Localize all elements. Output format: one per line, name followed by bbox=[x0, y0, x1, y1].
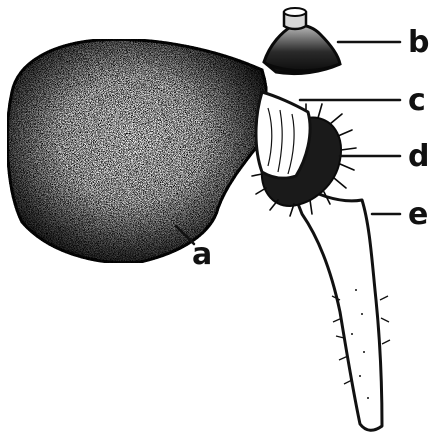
label-e: e bbox=[408, 197, 428, 232]
cotyledon bbox=[7, 39, 267, 262]
seed-coat bbox=[264, 8, 340, 74]
radicle bbox=[288, 178, 390, 430]
label-b: b bbox=[408, 25, 429, 60]
hypocotyl bbox=[256, 92, 310, 178]
label-a: a bbox=[192, 237, 212, 272]
label-c: c bbox=[408, 83, 426, 118]
label-d: d bbox=[408, 139, 429, 174]
